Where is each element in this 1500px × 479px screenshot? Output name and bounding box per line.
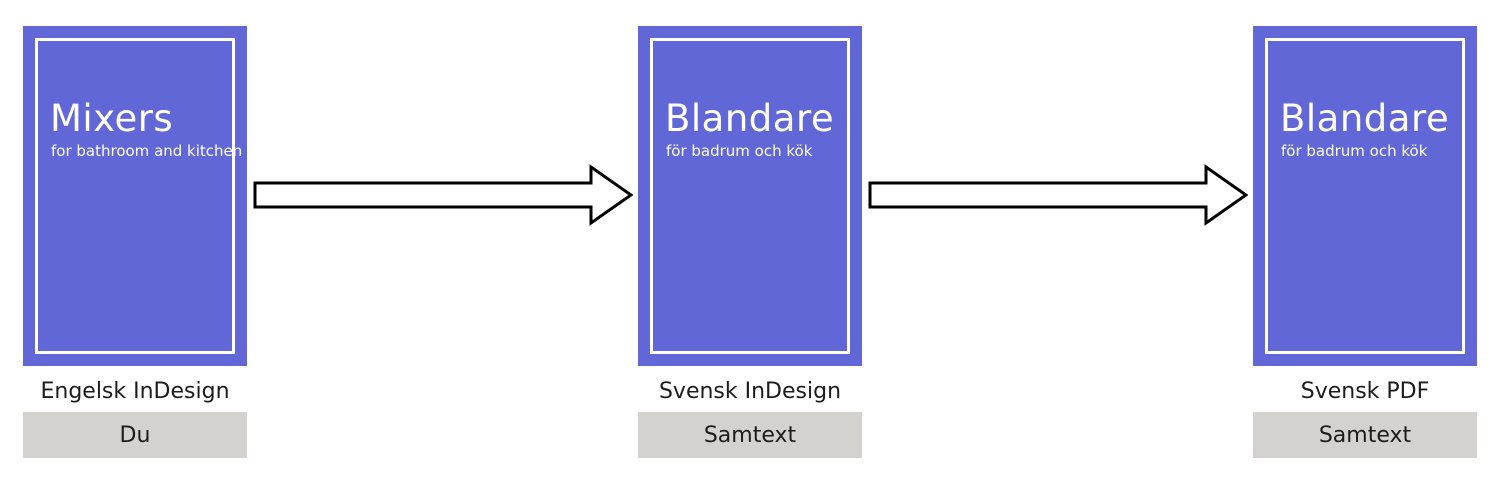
stage-label: Engelsk InDesign [40,379,230,404]
document-subtitle: för badrum och kök [1281,141,1428,160]
document-card-border: Blandare för badrum och kök [1265,38,1465,354]
document-subtitle: for bathroom and kitchen [51,141,243,160]
document-card-border: Mixers for bathroom and kitchen [35,38,243,354]
right-arrow-icon [868,164,1248,226]
actor-tag: Samtext [1253,412,1477,458]
document-title: Mixers [50,97,174,140]
actor-tag: Du [23,412,247,458]
document-card-swedish-indesign: Blandare för badrum och kök [638,26,862,366]
actor-tag: Samtext [638,412,862,458]
document-title: Blandare [665,97,835,140]
stage-label: Svensk InDesign [658,379,842,404]
document-card-border: Blandare för badrum och kök [650,38,850,354]
document-subtitle: för badrum och kök [666,141,813,160]
document-title: Blandare [1280,97,1450,140]
flow-arrow-2 [868,164,1248,226]
flow-arrow-1 [253,164,633,226]
document-card-english: Mixers for bathroom and kitchen [23,26,247,366]
stage-label: Svensk PDF [1300,379,1430,404]
document-card-swedish-pdf: Blandare för badrum och kök [1253,26,1477,366]
right-arrow-icon [253,164,633,226]
